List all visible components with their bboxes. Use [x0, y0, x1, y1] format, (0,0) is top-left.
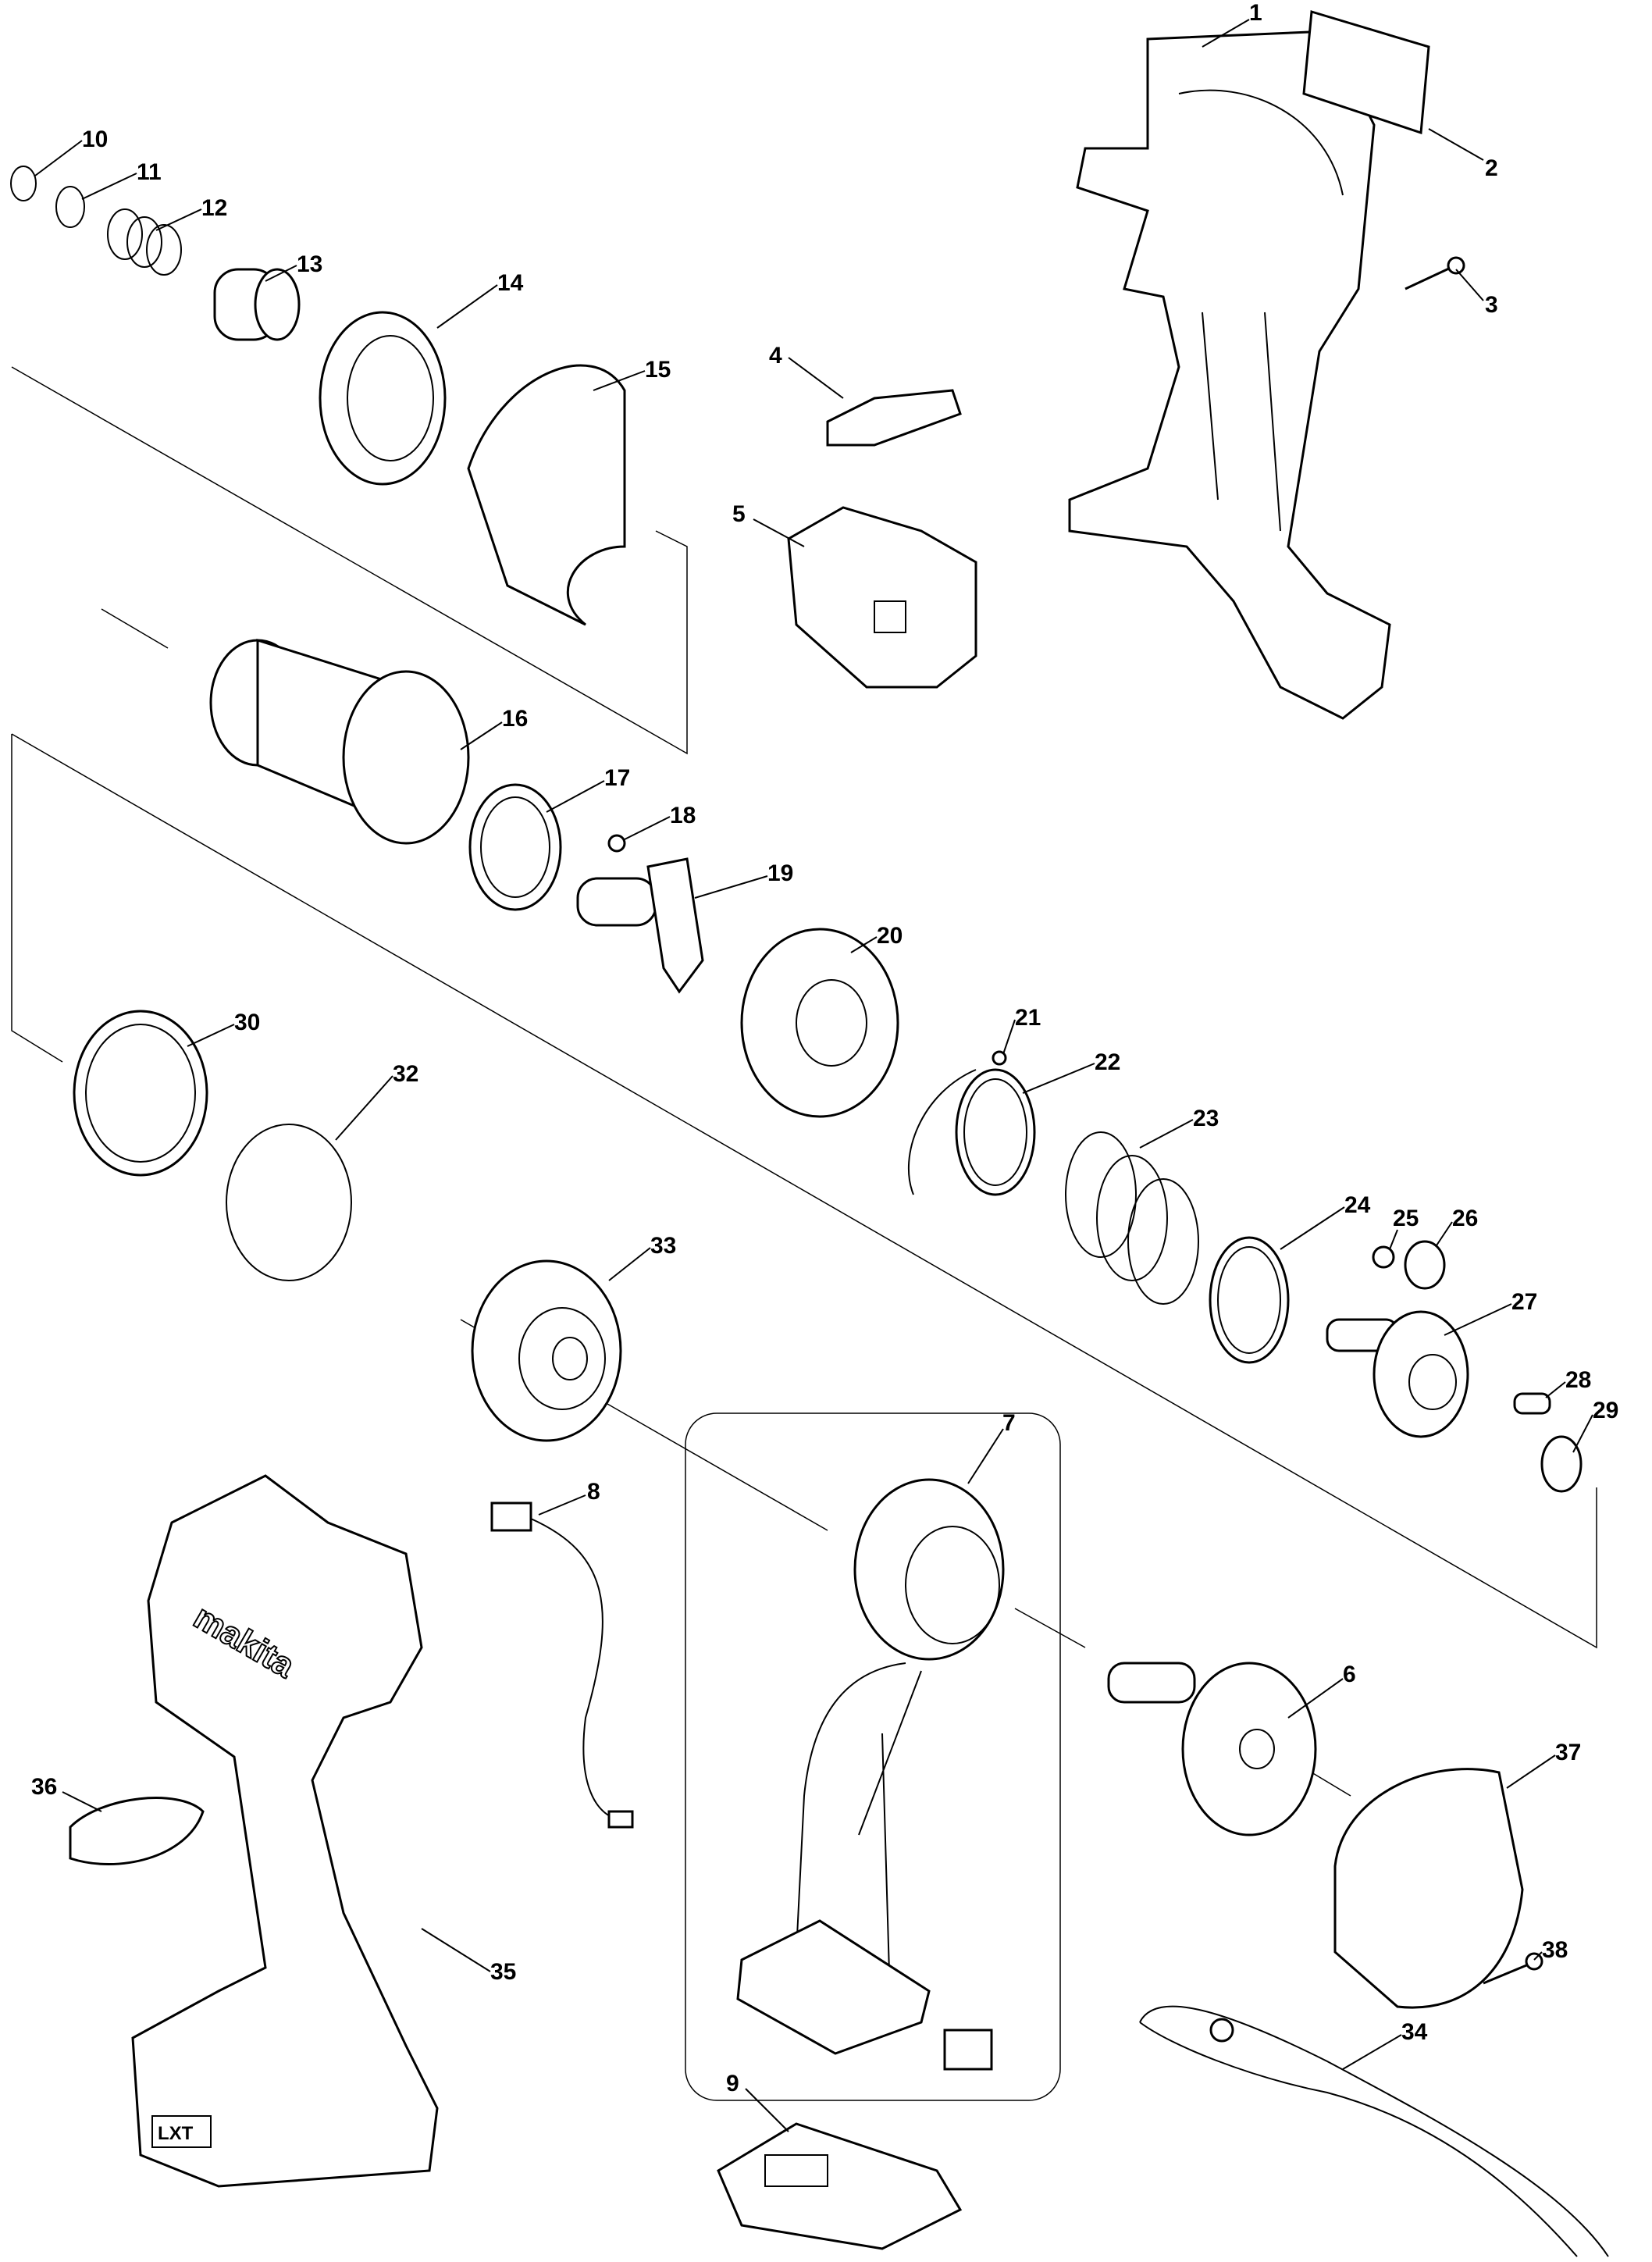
- label-21: 21: [1015, 1005, 1041, 1031]
- label-33: 33: [650, 1233, 676, 1259]
- part-36-cap: [69, 1797, 205, 1865]
- label-18: 18: [670, 803, 696, 828]
- part-27-spindle: [1326, 1310, 1469, 1438]
- label-38: 38: [1542, 1937, 1568, 1963]
- part-15-bumper: [467, 364, 626, 626]
- part-18-ball: [607, 834, 626, 853]
- label-8: 8: [587, 1479, 600, 1505]
- part-29-washer: [1540, 1435, 1583, 1493]
- part-11-ring: [55, 186, 85, 228]
- label-20: 20: [877, 923, 903, 949]
- label-15: 15: [645, 357, 671, 383]
- label-13: 13: [297, 251, 322, 277]
- label-3: 3: [1485, 292, 1498, 318]
- part-7-stator-controller: [736, 1478, 1005, 2071]
- part-1-housing: [1068, 30, 1391, 720]
- part-21-ball: [907, 1050, 1007, 1195]
- part-4-switch-lever: [826, 389, 962, 447]
- part-32-o-ring: [226, 1124, 352, 1281]
- part-20-hammer: [740, 928, 899, 1118]
- label-32: 32: [393, 1061, 418, 1087]
- part-5-switch: [787, 506, 977, 689]
- part-26-bearing: [1404, 1240, 1446, 1290]
- part-23-spring: [1065, 1131, 1199, 1305]
- label-26: 26: [1452, 1206, 1478, 1231]
- label-27: 27: [1511, 1289, 1537, 1315]
- part-14-ring-holder: [319, 311, 447, 486]
- label-10: 10: [82, 126, 108, 152]
- label-22: 22: [1095, 1049, 1120, 1075]
- label-9: 9: [726, 2071, 739, 2096]
- label-28: 28: [1565, 1367, 1591, 1393]
- part-38-screw: [1483, 1952, 1543, 1985]
- part-28-pin: [1513, 1392, 1551, 1415]
- part-25-ball: [1372, 1245, 1395, 1269]
- label-29: 29: [1593, 1398, 1618, 1423]
- label-11: 11: [137, 159, 162, 185]
- label-12: 12: [201, 195, 227, 221]
- label-7: 7: [1002, 1410, 1016, 1436]
- part-24-washer: [1209, 1236, 1290, 1364]
- label-36: 36: [31, 1774, 57, 1800]
- label-34: 34: [1401, 2019, 1428, 2045]
- label-6: 6: [1343, 1662, 1356, 1687]
- part-37-rear-cover: [1333, 1768, 1524, 2009]
- part-22-washer: [955, 1068, 1036, 1196]
- label-25: 25: [1393, 1206, 1419, 1231]
- part-10-retaining-ring: [10, 166, 37, 201]
- label-4: 4: [769, 343, 782, 369]
- part-17-washer: [468, 783, 562, 911]
- label-24: 24: [1344, 1192, 1371, 1218]
- part-33-fan: [471, 1259, 622, 1442]
- label-35: 35: [490, 1959, 516, 1985]
- part-30-ring: [73, 1010, 208, 1177]
- label-30: 30: [234, 1010, 260, 1035]
- part-labels: 1 2 3 4 5 6 7 8 9 10 11 12 13 14 15 16 1…: [31, 0, 1618, 2132]
- part-3-screw: [1405, 256, 1465, 290]
- part-12-spring: [107, 208, 182, 276]
- part-9-switch-base: [717, 2122, 963, 2250]
- label-19: 19: [767, 860, 793, 886]
- part-2-nameplate: [1302, 10, 1430, 135]
- label-1: 1: [1249, 0, 1262, 26]
- part-19-anvil: [576, 857, 704, 994]
- part-6-rotor: [1107, 1662, 1317, 1836]
- lxt-logo: LXT: [158, 2123, 194, 2144]
- part-8-led-wire: [490, 1501, 634, 1829]
- label-17: 17: [604, 765, 630, 791]
- part-16-hammer-case: [209, 638, 470, 845]
- label-2: 2: [1485, 155, 1498, 181]
- label-23: 23: [1193, 1106, 1219, 1131]
- label-5: 5: [732, 501, 746, 527]
- label-37: 37: [1555, 1740, 1581, 1765]
- part-34-strap: [1139, 2005, 1609, 2257]
- label-16: 16: [502, 706, 528, 732]
- part-13-sleeve: [213, 268, 301, 341]
- label-14: 14: [497, 270, 524, 296]
- part-35-housing-set: makita LXT: [131, 1474, 439, 2188]
